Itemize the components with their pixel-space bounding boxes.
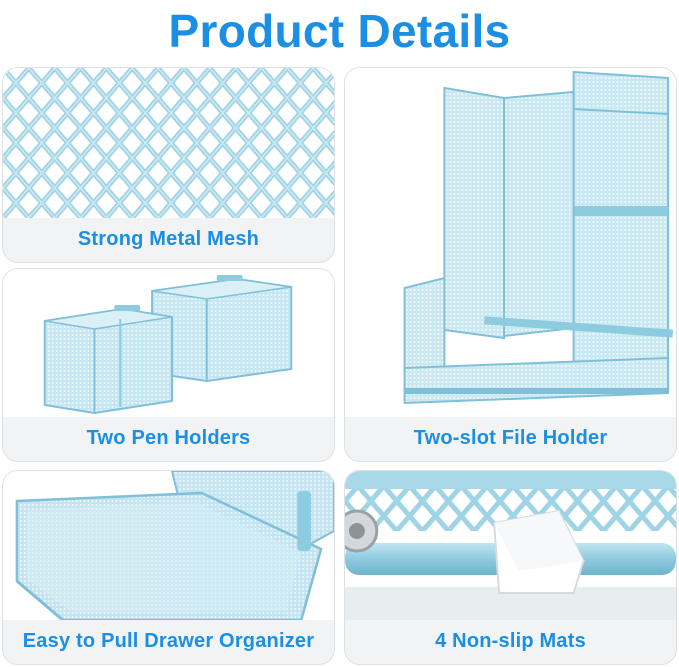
card-pen-holders: Two Pen Holders [2,268,335,462]
card-caption: Two-slot File Holder [413,427,608,449]
card-caption: 4 Non-slip Mats [435,630,586,652]
card-caption: Easy to Pull Drawer Organizer [22,630,315,652]
card-caption: Two Pen Holders [86,427,251,449]
pen-holders-image [3,269,334,417]
file-holder-image [345,68,676,417]
page-title: Product Details [168,5,511,57]
non-slip-mat-image [345,471,676,620]
drawer-organizer-image [3,471,334,620]
card-metal-mesh: Strong Metal Mesh [2,67,335,263]
card-caption: Strong Metal Mesh [77,228,260,250]
card-file-holder: Two-slot File Holder [344,67,677,462]
card-non-slip-mats: 4 Non-slip Mats [344,470,677,665]
card-drawer-organizer: Easy to Pull Drawer Organizer [2,470,335,665]
metal-mesh-image [3,68,334,218]
